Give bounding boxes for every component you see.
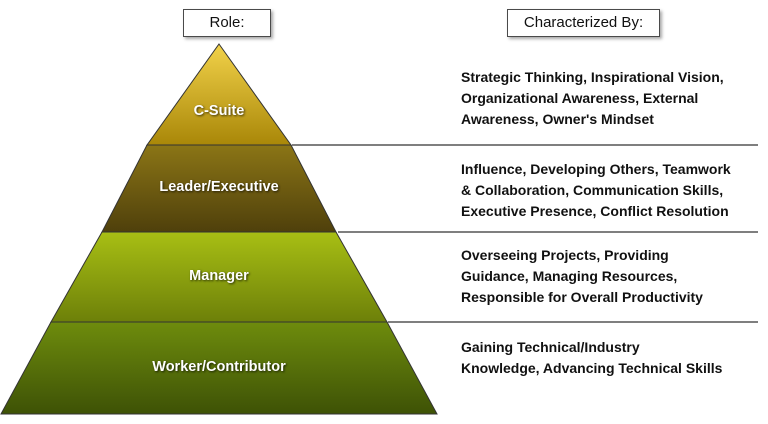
characterized-by-header: Characterized By:: [507, 9, 660, 37]
trait-line: Influence, Developing Others, Teamwork: [461, 161, 731, 177]
role-header: Role:: [183, 9, 271, 37]
tier-description-worker: Gaining Technical/Industry Knowledge, Ad…: [461, 337, 761, 379]
trait-line: & Collaboration, Communication Skills,: [461, 182, 724, 198]
tier-description-csuite: Strategic Thinking, Inspirational Vision…: [461, 67, 761, 130]
trait-line: Gaining Technical/Industry: [461, 339, 640, 355]
trait-line: Awareness, Owner's Mindset: [461, 111, 654, 127]
trait-line: Responsible for Overall Productivity: [461, 289, 703, 305]
tier-description-manager: Overseeing Projects, Providing Guidance,…: [461, 245, 761, 308]
tier-label-leader: Leader/Executive: [159, 179, 279, 195]
tier-csuite-shape: [146, 43, 292, 146]
trait-line: Knowledge, Advancing Technical Skills: [461, 360, 723, 376]
tier-description-leader: Influence, Developing Others, Teamwork &…: [461, 159, 761, 222]
tier-worker-shape: [0, 321, 438, 415]
tier-label-manager: Manager: [189, 268, 249, 284]
tier-label-worker: Worker/Contributor: [152, 359, 286, 375]
tier-label-csuite: C-Suite: [193, 103, 245, 119]
trait-line: Organizational Awareness, External: [461, 90, 699, 106]
trait-line: Guidance, Managing Resources,: [461, 268, 678, 284]
trait-line: Overseeing Projects, Providing: [461, 247, 669, 263]
trait-line: Strategic Thinking, Inspirational Vision…: [461, 69, 724, 85]
trait-line: Executive Presence, Conflict Resolution: [461, 203, 729, 219]
